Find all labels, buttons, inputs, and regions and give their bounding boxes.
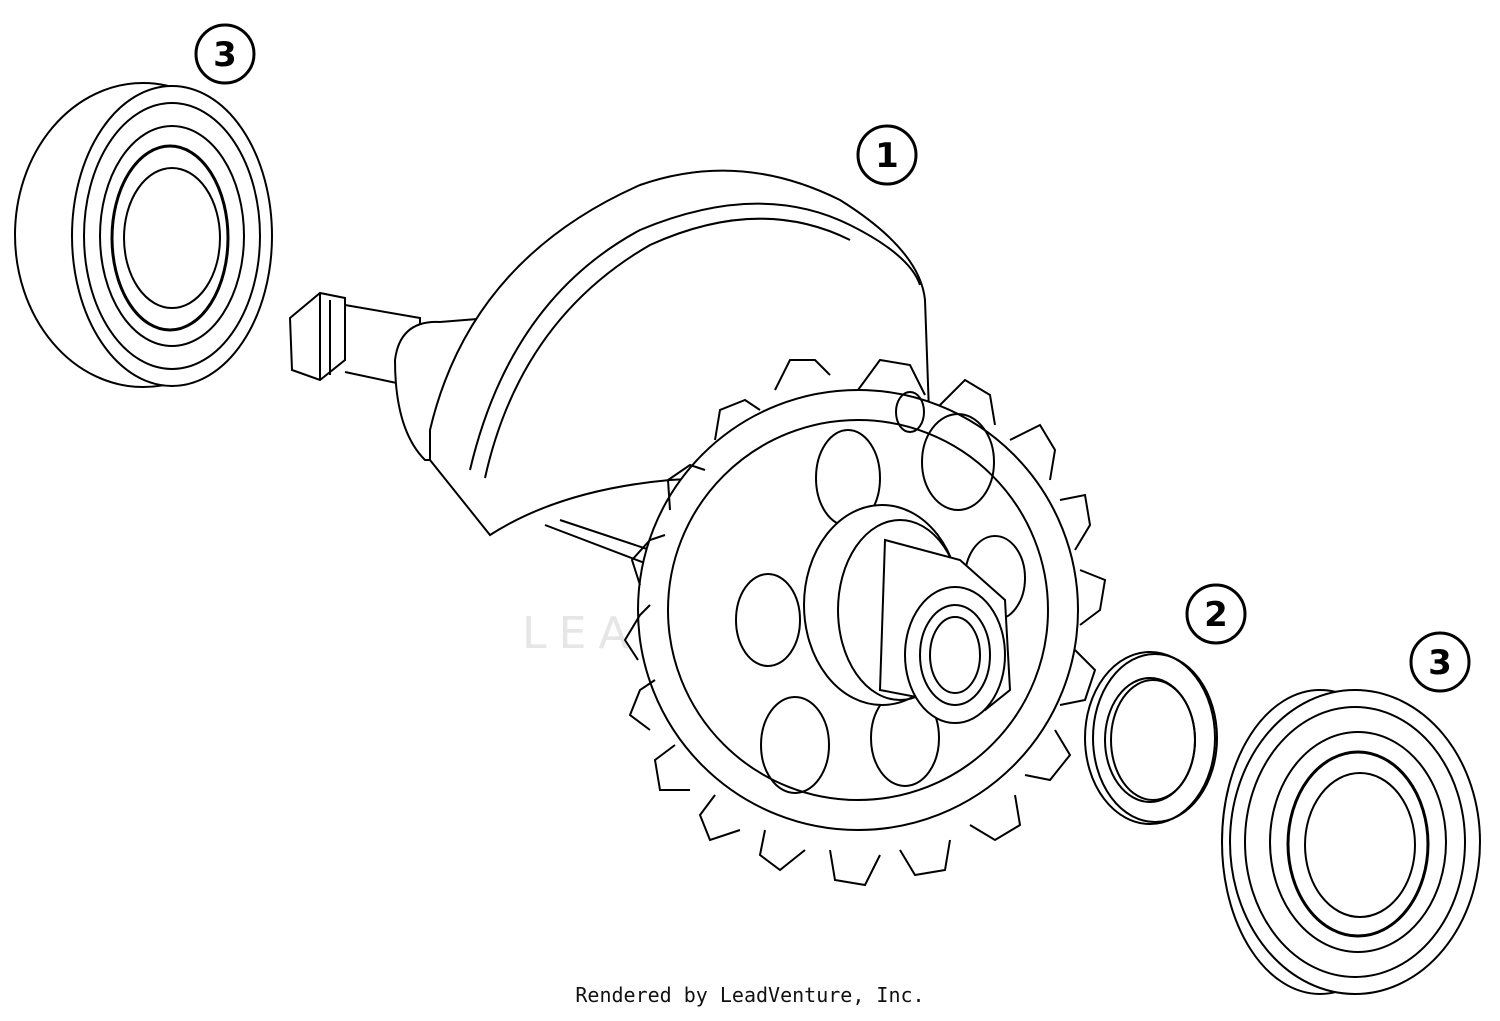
- gear-teeth: [623, 358, 1107, 887]
- svg-text:1: 1: [875, 136, 899, 176]
- callout-bearing-bottom: 3: [1409, 631, 1471, 693]
- callout-washer: 2: [1185, 583, 1247, 645]
- washer-drawing: [1084, 651, 1218, 825]
- svg-text:3: 3: [1428, 643, 1452, 683]
- crankshaft-drawing: [288, 169, 1107, 887]
- callout-bearing-top: 3: [194, 23, 256, 85]
- bearing-bottom-drawing: [1221, 689, 1481, 995]
- svg-text:3: 3: [213, 35, 237, 75]
- callout-crankshaft: 1: [856, 124, 918, 186]
- bearing-top-drawing: [14, 82, 273, 388]
- svg-text:2: 2: [1204, 595, 1228, 635]
- credit-text: Rendered by LeadVenture, Inc.: [575, 983, 925, 1007]
